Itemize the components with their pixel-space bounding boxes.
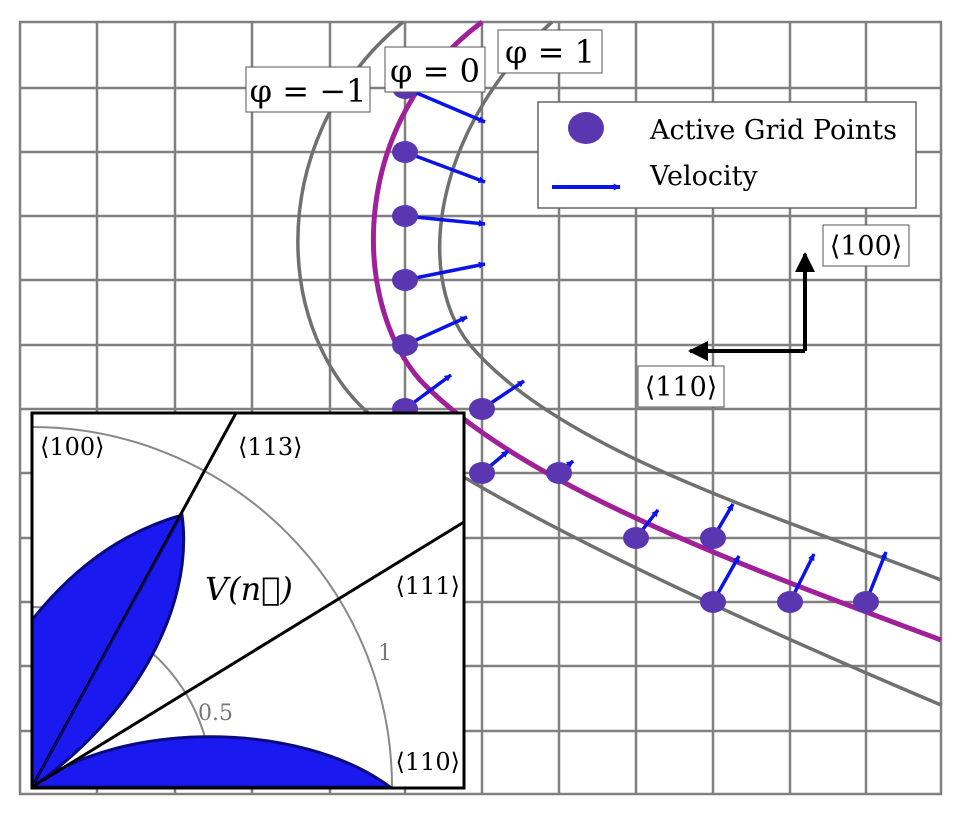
legend-point-swatch <box>568 112 604 144</box>
level-set-phi-plus-1 <box>437 20 942 582</box>
active-grid-point <box>777 591 803 613</box>
label-phi-minus-1: φ = −1 <box>245 66 371 113</box>
label-phi-0: φ = 0 <box>384 46 486 93</box>
legend-velocity-label: Velocity <box>649 161 758 192</box>
legend-active-points-label: Active Grid Points <box>649 115 897 146</box>
active-grid-point <box>392 269 418 291</box>
velocity-arrow <box>404 261 486 282</box>
phi-0-text: φ = 0 <box>390 52 480 90</box>
legend: Active Grid Points Velocity <box>537 101 917 209</box>
active-grid-point <box>469 398 495 420</box>
petal-axis-line <box>32 514 183 788</box>
active-grid-point <box>700 591 726 613</box>
velocity-arrow <box>404 86 486 124</box>
inset-label-100: ⟨100⟩ <box>40 433 105 461</box>
phi-plus-1-text: φ = 1 <box>505 33 595 71</box>
active-grid-point <box>623 527 649 549</box>
velocity-function-label: V(n⃗) <box>205 570 293 608</box>
phi-minus-1-text: φ = −1 <box>250 72 367 110</box>
direction-axes: ⟨100⟩ ⟨110⟩ <box>637 224 910 408</box>
inset-label-110: ⟨110⟩ <box>395 748 460 776</box>
active-grid-point <box>392 141 418 163</box>
active-grid-point <box>546 462 572 484</box>
label-phi-plus-1: φ = 1 <box>497 29 603 74</box>
axis-100-label: ⟨100⟩ <box>830 231 903 262</box>
active-grid-point <box>392 334 418 356</box>
velocity-arrow <box>404 214 486 227</box>
velocity-arrow <box>404 150 486 184</box>
active-grid-point <box>700 527 726 549</box>
velocity-polar-inset: ⟨100⟩ ⟨113⟩ ⟨111⟩ ⟨110⟩ V(n⃗) 0.5 1 <box>30 411 466 790</box>
inset-label-111: ⟨111⟩ <box>395 572 460 600</box>
direction-line-111 <box>32 520 464 788</box>
interface-phi-0 <box>370 19 942 643</box>
active-grid-point <box>853 591 879 613</box>
inset-label-113: ⟨113⟩ <box>238 433 303 461</box>
radius-1-arc <box>32 426 393 788</box>
radius-0.5-label: 0.5 <box>198 701 233 726</box>
inset-border <box>30 411 466 790</box>
radius-1-label: 1 <box>378 641 392 666</box>
axis-110-label: ⟨110⟩ <box>645 372 718 403</box>
active-grid-point <box>469 462 495 484</box>
active-grid-point <box>392 205 418 227</box>
